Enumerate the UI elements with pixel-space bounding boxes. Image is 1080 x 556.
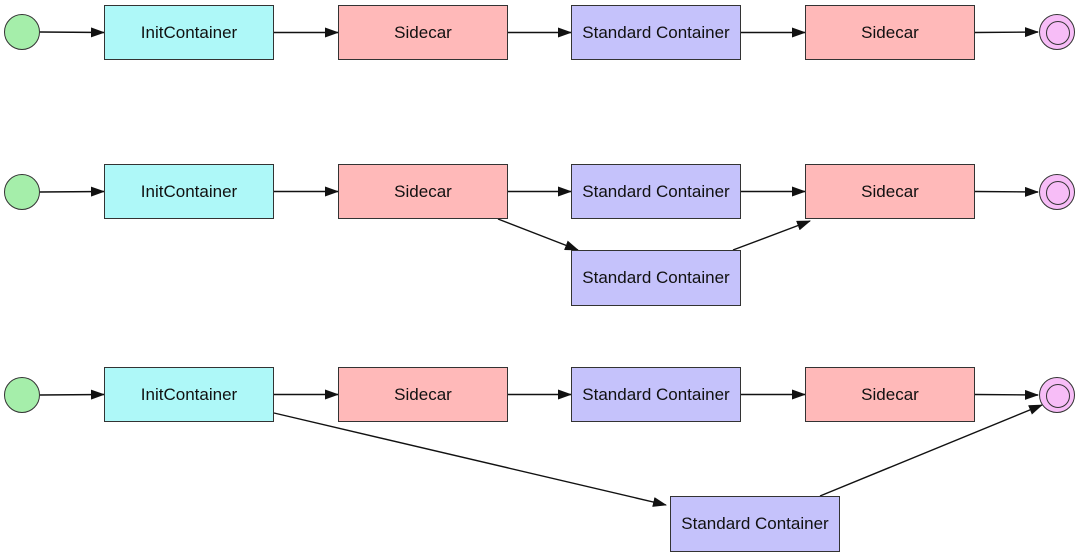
end-state-row-3 xyxy=(1039,377,1075,413)
sidecar-node-sidecar2-row-2: Sidecar xyxy=(805,164,975,219)
end-state-inner-ring xyxy=(1046,384,1070,408)
end-state-inner-ring xyxy=(1046,181,1070,205)
edge-sidecar2-to-end-row-3 xyxy=(974,389,1039,400)
sidecar-node-sidecar1-row-2: Sidecar xyxy=(338,164,508,219)
end-state-row-2 xyxy=(1039,174,1075,210)
end-state-inner-ring xyxy=(1046,21,1070,45)
sidecar-node-sidecar2-row-1: Sidecar xyxy=(805,5,975,60)
standard-node-standard2-row-3: Standard Container xyxy=(670,496,840,552)
edge-init-to-standard2-row-3 xyxy=(273,412,667,507)
sidecar-node-sidecar1-row-3: Sidecar xyxy=(338,367,508,422)
standard-node-standard1-row-1: Standard Container xyxy=(571,5,741,60)
end-state-row-1 xyxy=(1039,14,1075,50)
standard-node-standard1-row-2: Standard Container xyxy=(571,164,741,219)
edge-sidecar1-to-standard2-row-2 xyxy=(497,218,579,251)
start-state-row-3 xyxy=(4,377,40,413)
edge-start-to-init-row-3 xyxy=(39,389,105,400)
init-node-init-row-2: InitContainer xyxy=(104,164,274,219)
sidecar-node-sidecar2-row-3: Sidecar xyxy=(805,367,975,422)
edge-standard2-to-sidecar2-row-2 xyxy=(732,220,811,251)
edge-standard2-to-end-row-3 xyxy=(819,404,1043,497)
init-node-init-row-3: InitContainer xyxy=(104,367,274,422)
edge-start-to-init-row-1 xyxy=(39,27,105,38)
sidecar-node-sidecar1-row-1: Sidecar xyxy=(338,5,508,60)
edge-start-to-init-row-2 xyxy=(39,186,105,197)
standard-node-standard1-row-3: Standard Container xyxy=(571,367,741,422)
start-state-row-2 xyxy=(4,174,40,210)
init-node-init-row-1: InitContainer xyxy=(104,5,274,60)
edge-sidecar2-to-end-row-2 xyxy=(974,186,1039,197)
standard-node-standard2-row-2: Standard Container xyxy=(571,250,741,306)
start-state-row-1 xyxy=(4,14,40,50)
edge-sidecar2-to-end-row-1 xyxy=(974,27,1039,38)
